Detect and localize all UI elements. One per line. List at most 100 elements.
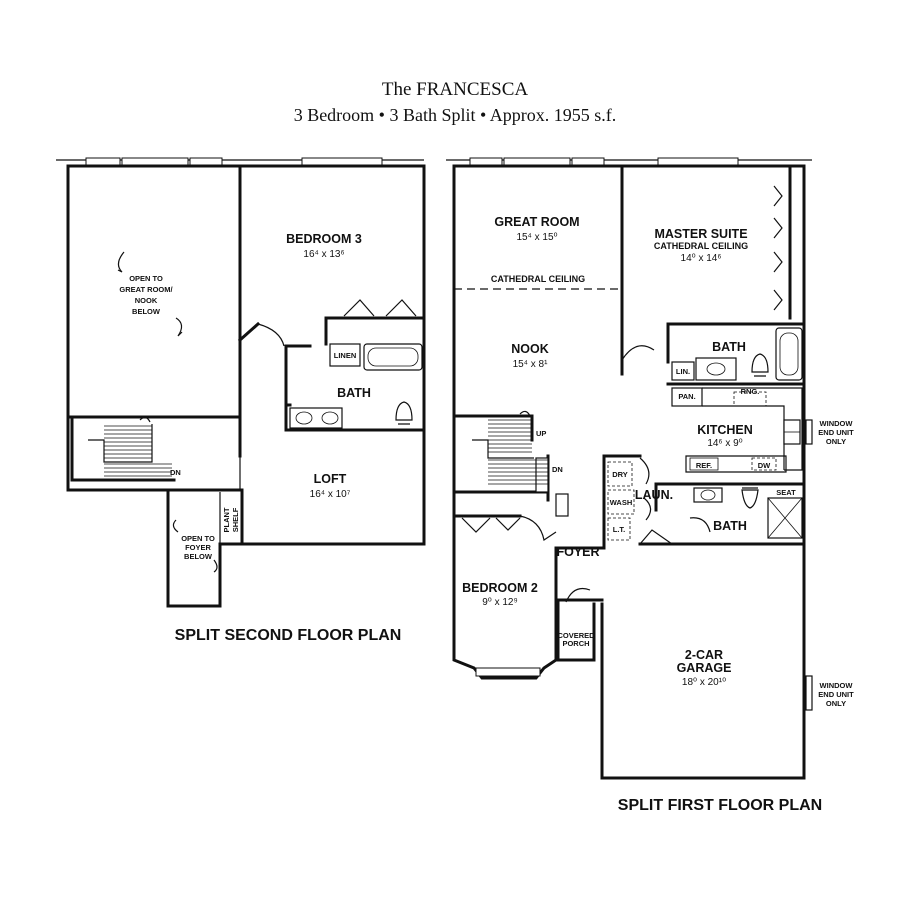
stair-treads xyxy=(104,425,172,477)
tub-basin xyxy=(367,347,419,367)
wash-label: WASH xyxy=(610,498,633,507)
exterior-wall-east xyxy=(452,164,806,780)
porch-label: PORCH xyxy=(562,639,589,648)
second-floor-title: SPLIT SECOND FLOOR PLAN xyxy=(175,627,402,644)
master-suite-dims: 14⁰ x 14⁶ xyxy=(681,253,722,264)
garage-name-line1: 2-CAR xyxy=(685,648,723,662)
washer xyxy=(607,489,635,515)
foyer-label: FOYER xyxy=(556,545,599,559)
lower-bath-label: BATH xyxy=(713,519,747,533)
stair-rail xyxy=(519,410,531,417)
pantry xyxy=(671,387,703,407)
nook-dims: 15⁴ x 8¹ xyxy=(513,359,549,370)
note-line: FOYER xyxy=(185,543,211,552)
sink-icon xyxy=(295,411,313,425)
window xyxy=(805,675,813,711)
laundry-label: LAUN. xyxy=(635,488,673,502)
dishwasher xyxy=(751,457,777,471)
arrow-icon xyxy=(175,317,183,337)
note-line: END UNIT xyxy=(818,428,854,437)
great-room-dims: 15⁴ x 15⁰ xyxy=(516,232,557,243)
note-line: WINDOW xyxy=(820,681,854,690)
note-line: BELOW xyxy=(132,307,161,316)
pan-label: PAN. xyxy=(678,392,695,401)
second-floor-plan: LINEN DN OPEN TO GREAT ROOM/ NOOK BELOW … xyxy=(56,157,426,644)
open-to-great-room-note: OPEN TO GREAT ROOM/ NOOK BELOW xyxy=(117,251,183,337)
closet-doors xyxy=(461,517,521,533)
ref-label: REF. xyxy=(696,461,712,470)
loft-name: LOFT xyxy=(314,472,347,486)
bay-window xyxy=(475,667,541,677)
note-line: ONLY xyxy=(826,699,846,708)
bath-wall xyxy=(284,403,426,432)
laundry-tub xyxy=(607,517,631,541)
bath2-label: BATH xyxy=(337,386,371,400)
dry-label: DRY xyxy=(612,470,628,479)
note-line: OPEN TO xyxy=(181,534,215,543)
stair-rail xyxy=(139,416,151,423)
covered-porch-label: COVERED PORCH xyxy=(557,631,595,648)
seat-label: SEAT xyxy=(776,488,796,497)
bedroom3-name: BEDROOM 3 xyxy=(286,232,362,246)
nook-name: NOOK xyxy=(511,342,549,356)
master-suite-name: MASTER SUITE xyxy=(654,227,747,241)
foyer-open-wall xyxy=(166,488,244,608)
kitchen-window-note: WINDOW END UNIT ONLY xyxy=(818,419,854,446)
kitchen-name: KITCHEN xyxy=(697,423,753,437)
garage-window-note: WINDOW END UNIT ONLY xyxy=(818,681,854,708)
range xyxy=(733,391,767,407)
kitchen-dims: 14⁶ x 9⁰ xyxy=(707,438,742,449)
bedroom2-dims: 9⁰ x 12⁹ xyxy=(482,597,518,608)
shelf-label: SHELF xyxy=(231,507,240,532)
refrigerator xyxy=(689,457,719,471)
counter xyxy=(702,387,803,471)
stair-wall xyxy=(70,418,176,482)
door-arc xyxy=(565,587,591,603)
first-floor-plan: LIN. PAN. RNG. REF. DW SEAT DRY WASH xyxy=(446,157,854,814)
tub-basin xyxy=(779,332,799,376)
window xyxy=(805,419,813,445)
plant-label: PLANT xyxy=(222,507,231,532)
stair-treads xyxy=(488,419,548,485)
dn-label: DN xyxy=(552,465,563,474)
linen-closet xyxy=(671,361,695,381)
linen-closet xyxy=(329,343,361,367)
door-arc xyxy=(257,323,285,347)
second-floor-stairs xyxy=(70,416,176,482)
bathtub xyxy=(363,343,423,371)
master-suite-note: CATHEDRAL CEILING xyxy=(654,241,748,251)
porch-outline xyxy=(556,598,596,662)
note-line: BELOW xyxy=(184,552,213,561)
vanity xyxy=(693,487,723,503)
note-line: GREAT ROOM/ xyxy=(119,285,173,294)
arrow-icon xyxy=(172,519,179,533)
stair-stringer xyxy=(88,424,153,463)
sink-icon xyxy=(706,362,726,376)
dn-label: DN xyxy=(170,468,181,477)
closet xyxy=(555,493,569,517)
arrow-icon xyxy=(213,559,218,573)
plant-shelf-label: PLANT SHELF xyxy=(222,507,240,532)
door-arc xyxy=(639,457,652,521)
great-room-name: GREAT ROOM xyxy=(494,215,579,229)
sink-icon xyxy=(321,411,339,425)
stair-stringer xyxy=(472,439,534,459)
stair-landing xyxy=(535,457,549,493)
master-bath-label: BATH xyxy=(712,340,746,354)
note-line: END UNIT xyxy=(818,690,854,699)
note-line: NOOK xyxy=(135,296,158,305)
title-block: The FRANCESCA 3 Bedroom • 3 Bath Split •… xyxy=(0,78,910,128)
plan-name: The FRANCESCA xyxy=(381,79,529,100)
master-closet-doors xyxy=(773,185,783,311)
vanity xyxy=(289,407,343,429)
toilet-icon xyxy=(741,487,759,509)
dryer xyxy=(607,461,633,487)
arrow-icon xyxy=(117,251,125,273)
plan-subtitle: 3 Bedroom • 3 Bath Split • Approx. 1955 … xyxy=(293,105,617,125)
garage-name-line2: GARAGE xyxy=(677,661,732,675)
exterior-wall-west xyxy=(452,164,558,680)
sink-icon xyxy=(700,489,716,501)
note-line: ONLY xyxy=(826,437,846,446)
first-floor-title: SPLIT FIRST FLOOR PLAN xyxy=(618,797,822,814)
door-arc xyxy=(519,515,557,541)
